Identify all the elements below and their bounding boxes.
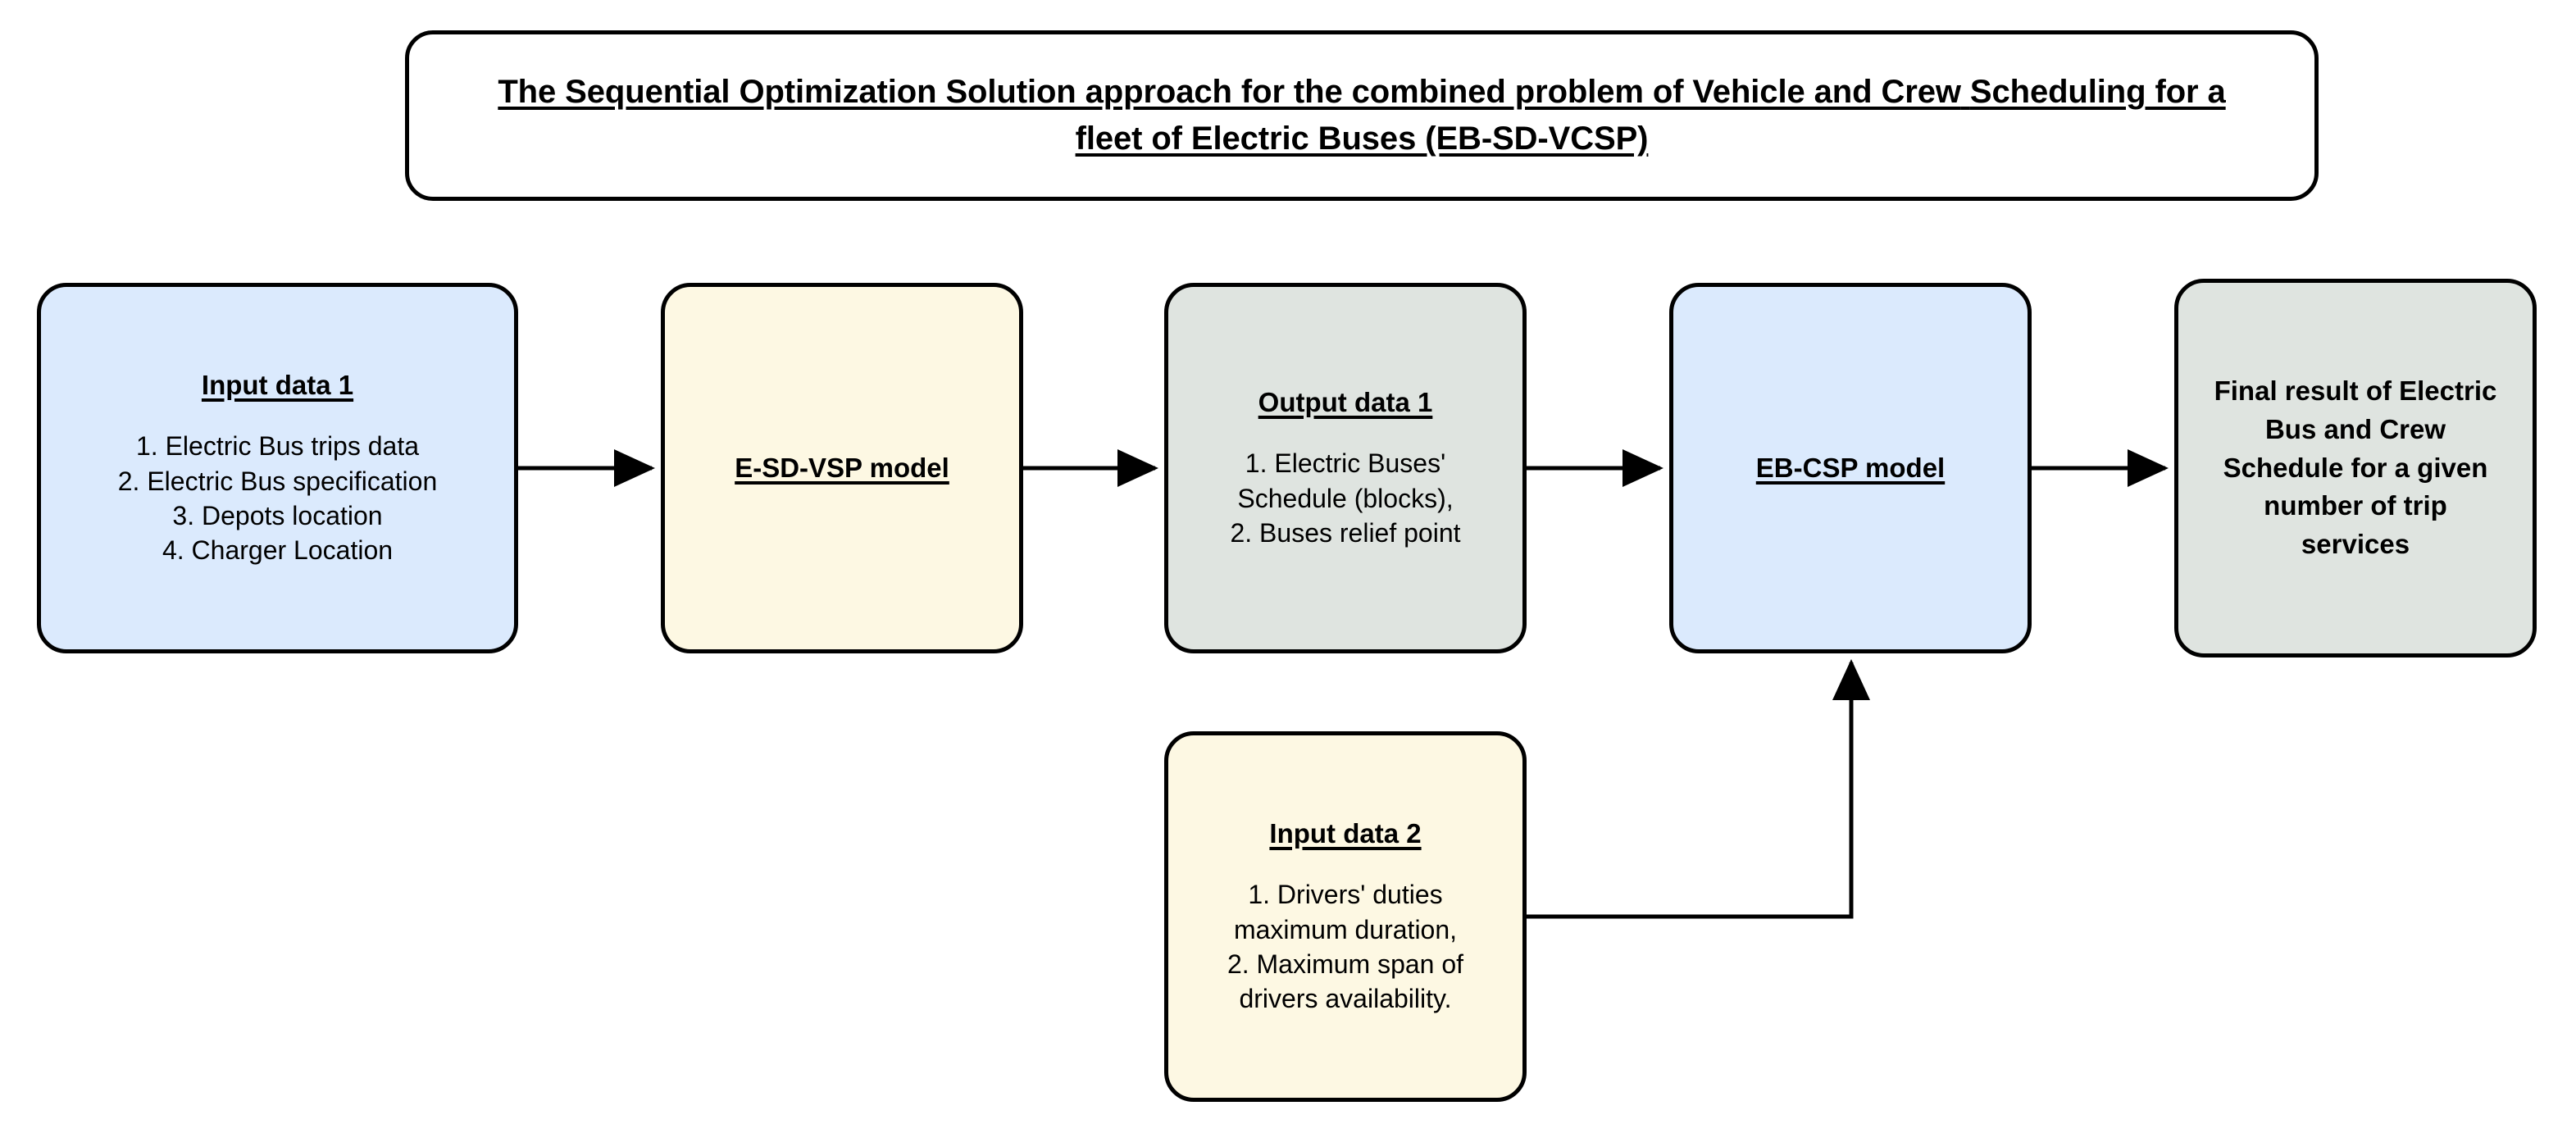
list-item: maximum duration, [1233, 914, 1458, 944]
list-item: 2. Electric Bus specification [117, 466, 438, 496]
node-output-data-1[interactable]: Output data 1 1. Electric Buses' Schedul… [1164, 283, 1527, 653]
list-item: 3. Depots location [172, 500, 383, 530]
list-item: Schedule (blocks), [1237, 483, 1454, 513]
node-eb-csp-model-label: EB-CSP model [1755, 453, 1946, 484]
title-line-1: The Sequential Optimization Solution app… [498, 74, 1961, 111]
final-result-line: Schedule for a given [2223, 452, 2488, 483]
list-item: 4. Charger Location [162, 535, 394, 566]
arrow-input-2-to-csp-model [1527, 658, 1871, 919]
node-output-data-1-items: 1. Electric Buses' Schedule (blocks), 2.… [1230, 446, 1460, 550]
node-eb-csp-model[interactable]: EB-CSP model [1669, 283, 2032, 653]
final-result-line: number of trip [2264, 490, 2447, 521]
node-input-data-2-items: 1. Drivers' duties maximum duration, 2. … [1227, 877, 1463, 1016]
final-result-line: Bus and Crew [2264, 413, 2446, 444]
node-final-result[interactable]: Final result of Electric Bus and Crew Sc… [2174, 279, 2537, 658]
list-item: 1. Drivers' duties [1248, 880, 1443, 910]
node-input-data-2[interactable]: Input data 2 1. Drivers' duties maximum … [1164, 731, 1527, 1102]
list-item: 1. Electric Bus trips data [135, 431, 420, 462]
node-final-result-text: Final result of Electric Bus and Crew Sc… [2214, 372, 2497, 564]
final-result-line: services [2301, 529, 2410, 560]
node-output-data-1-heading: Output data 1 [1258, 386, 1433, 417]
list-item: 2. Buses relief point [1230, 517, 1461, 548]
node-input-data-1[interactable]: Input data 1 1. Electric Bus trips data … [37, 283, 518, 653]
list-item: drivers availability. [1239, 984, 1452, 1014]
title-line-2: Scheduling for a fleet of Electric Buses… [1075, 74, 2226, 157]
node-input-data-1-heading: Input data 1 [201, 369, 354, 400]
node-input-data-1-items: 1. Electric Bus trips data 2. Electric B… [118, 429, 438, 567]
list-item: 2. Maximum span of [1227, 949, 1464, 979]
node-e-sd-vsp-model-label: E-SD-VSP model [735, 453, 949, 484]
page-title: The Sequential Optimization Solution app… [468, 69, 2255, 162]
node-input-data-2-heading: Input data 2 [1269, 817, 1422, 849]
final-result-line: Final result of Electric [2214, 375, 2497, 406]
node-e-sd-vsp-model[interactable]: E-SD-VSP model [661, 283, 1023, 653]
list-item: 1. Electric Buses' [1245, 448, 1446, 479]
diagram-title-box: The Sequential Optimization Solution app… [405, 30, 2319, 201]
